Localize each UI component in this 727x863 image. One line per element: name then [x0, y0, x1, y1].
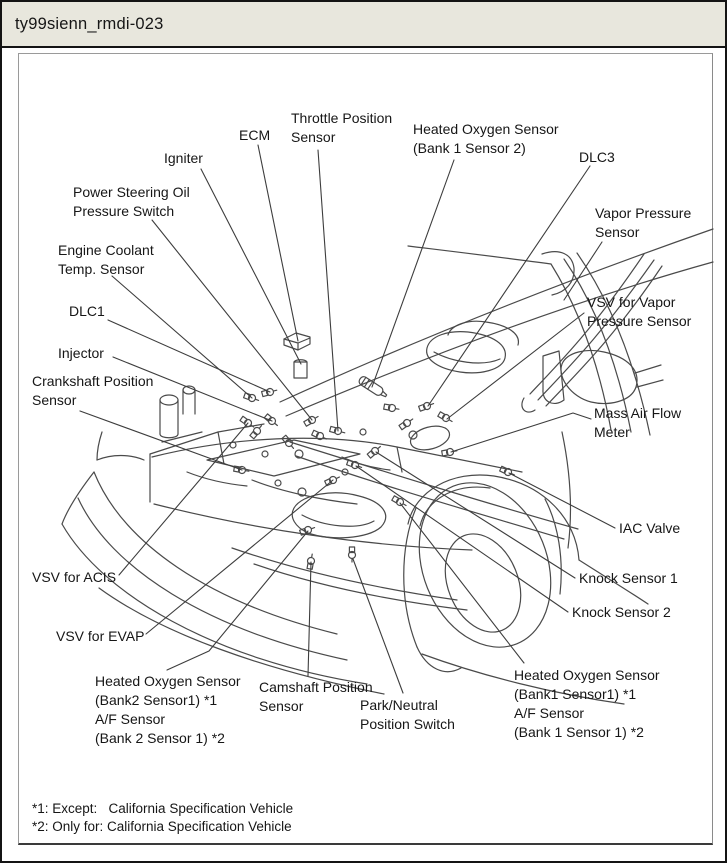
leader-line: [508, 472, 616, 529]
label-park-neutral-position-switch: Park/Neutral Position Switch: [360, 697, 455, 732]
leader-line: [107, 319, 271, 393]
label-vsv-for-vapor-pressure-sensor: VSV for Vapor Pressure Sensor: [587, 294, 692, 329]
label-ecm: ECM: [239, 127, 271, 143]
sensor-marker: [417, 399, 436, 413]
label-heated-oxygen-sensor-b1s1: Heated Oxygen Sensor (Bank1 Sensor1) *1 …: [514, 667, 660, 740]
leader-line: [200, 168, 302, 365]
sensor-marker: [436, 410, 455, 426]
car-body-outline: [96, 228, 714, 605]
leader-line: [355, 465, 569, 613]
sensor-marker: [366, 443, 384, 460]
leader-line: [166, 530, 309, 671]
leader-line: [450, 412, 592, 453]
label-vsv-for-evap: VSV for EVAP: [56, 628, 145, 644]
label-power-steering-oil-pressure-switch: Power Steering Oil Pressure Switch: [73, 184, 190, 219]
vapor-hoses: [521, 253, 663, 413]
sensor-marker: [347, 546, 357, 563]
label-igniter: Igniter: [164, 150, 203, 166]
leader-line: [352, 558, 404, 694]
leader-line: [145, 479, 334, 635]
label-heated-oxygen-sensor-b2s1: Heated Oxygen Sensor (Bank2 Sensor1) *1 …: [95, 673, 241, 746]
leader-line: [111, 275, 253, 399]
leader-lines: [79, 144, 616, 694]
label-knock-sensor-1: Knock Sensor 1: [579, 570, 678, 586]
sensor-marker: [498, 464, 517, 479]
label-engine-coolant-temp-sensor: Engine Coolant Temp. Sensor: [58, 242, 154, 277]
label-vsv-for-acis: VSV for ACIS: [32, 569, 117, 585]
sensor-marker: [440, 446, 459, 458]
leader-line: [446, 312, 585, 420]
leader-line: [317, 149, 339, 432]
footnote-1: *1: Except: California Specification Veh…: [32, 801, 294, 816]
leader-line: [399, 502, 525, 664]
label-camshaft-position-sensor: Camshaft Position Sensor: [259, 679, 373, 714]
label-vapor-pressure-sensor: Vapor Pressure Sensor: [595, 205, 692, 240]
leader-line: [79, 410, 243, 471]
sensor-marker: [397, 415, 416, 432]
label-dlc3: DLC3: [579, 149, 615, 165]
sensor-marker: [390, 494, 409, 510]
label-crankshaft-position-sensor: Crankshaft Position Sensor: [32, 373, 154, 408]
leader-line: [563, 241, 603, 301]
leader-line: [371, 159, 455, 388]
label-iac-valve: IAC Valve: [619, 520, 681, 536]
label-mass-air-flow-meter: Mass Air Flow Meter: [594, 405, 682, 440]
front-wheel: [403, 474, 580, 673]
sensor-glyphs: [232, 386, 517, 571]
window-title: ty99sienn_rmdi-023: [15, 14, 164, 33]
leader-line: [257, 144, 299, 342]
label-injector: Injector: [58, 345, 104, 361]
leader-line: [112, 356, 273, 422]
label-throttle-position-sensor: Throttle Position Sensor: [291, 110, 393, 145]
label-heated-oxygen-sensor-b1s2: Heated Oxygen Sensor (Bank 1 Sensor 2): [413, 121, 559, 156]
label-dlc1: DLC1: [69, 303, 105, 319]
sensor-marker: [382, 402, 401, 414]
leader-line: [151, 219, 313, 421]
label-knock-sensor-2: Knock Sensor 2: [572, 604, 671, 620]
engine-components: [149, 332, 523, 611]
front-bumper: [61, 471, 625, 705]
title-bar: ty99sienn_rmdi-023: [2, 2, 725, 48]
diagram-border-frame: [18, 53, 713, 845]
sensor-marker: [310, 428, 329, 443]
leader-line: [307, 561, 312, 677]
leader-line: [427, 165, 591, 407]
footnote-2: *2: Only for: California Specification V…: [32, 819, 292, 834]
leader-line: [375, 451, 576, 579]
leader-line: [118, 422, 249, 576]
